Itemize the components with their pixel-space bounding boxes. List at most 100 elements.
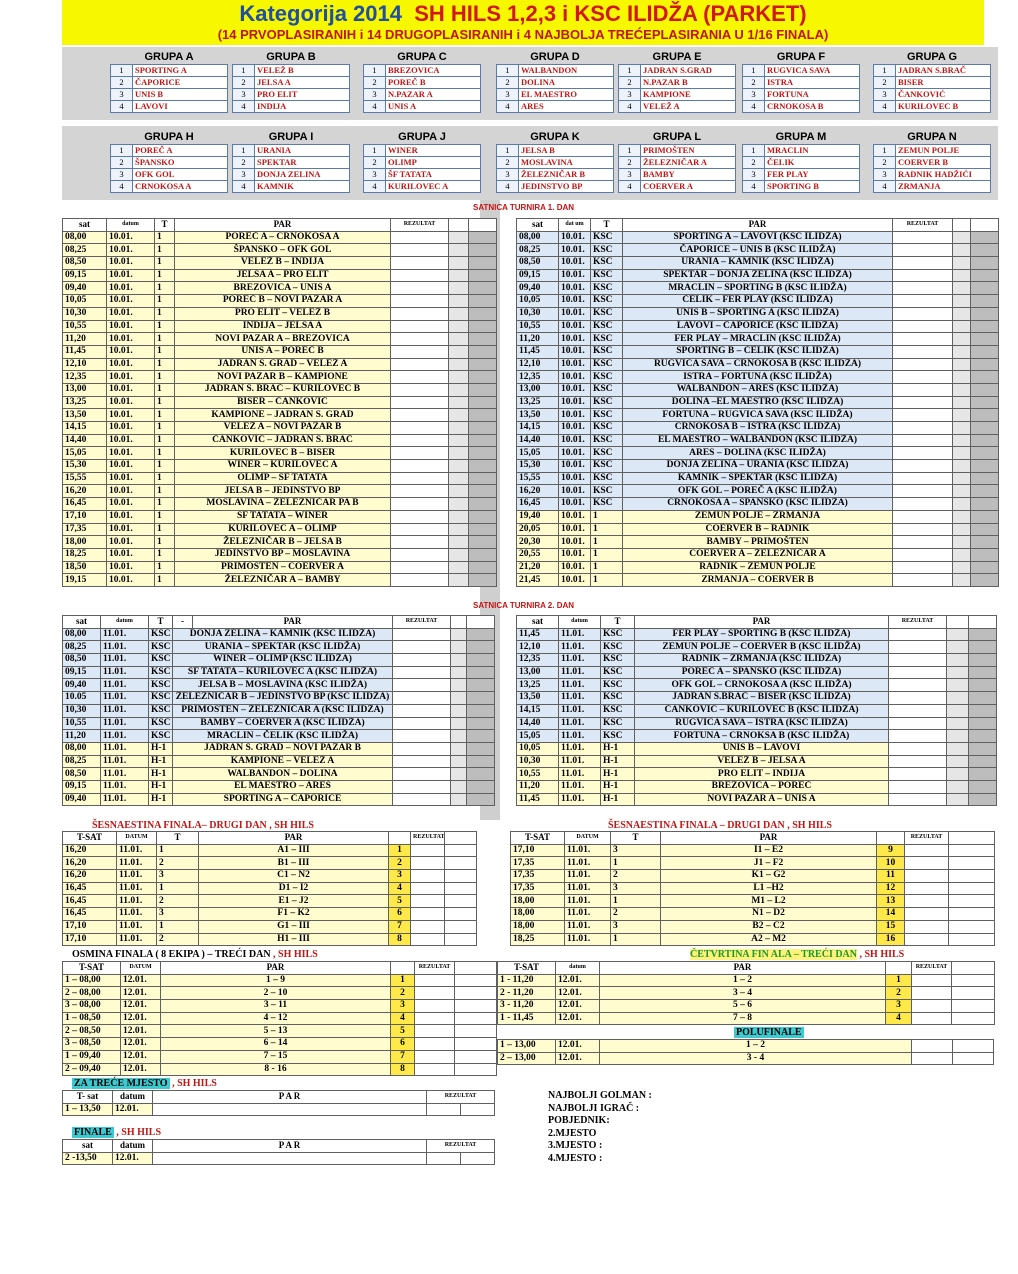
score-cell[interactable] — [952, 281, 971, 296]
score-cell[interactable] — [946, 767, 969, 781]
score-cell[interactable] — [390, 319, 449, 334]
score-cell[interactable] — [892, 408, 953, 422]
score-cell[interactable] — [892, 421, 953, 435]
score-cell[interactable] — [450, 767, 467, 781]
score-cell[interactable] — [390, 332, 449, 346]
score-cell[interactable] — [392, 691, 451, 705]
score-cell[interactable] — [448, 281, 469, 296]
score-cell[interactable] — [390, 344, 449, 359]
score-cell[interactable] — [392, 716, 451, 731]
score-cell[interactable] — [968, 665, 997, 680]
score-cell[interactable] — [468, 306, 497, 321]
score-cell[interactable] — [468, 408, 497, 422]
score-cell[interactable] — [968, 792, 997, 807]
score-cell[interactable] — [448, 382, 469, 397]
score-cell[interactable] — [392, 627, 451, 642]
score-cell[interactable] — [468, 256, 497, 270]
score-cell[interactable] — [952, 382, 971, 397]
score-cell[interactable] — [904, 894, 949, 909]
score-cell[interactable] — [448, 294, 469, 308]
score-cell[interactable] — [414, 1049, 455, 1064]
score-cell[interactable] — [892, 344, 953, 359]
score-cell[interactable] — [911, 986, 952, 1001]
score-cell[interactable] — [952, 522, 971, 537]
score-cell[interactable] — [414, 986, 455, 1001]
score-cell[interactable] — [892, 382, 953, 397]
score-cell[interactable] — [448, 357, 469, 372]
score-cell[interactable] — [952, 433, 971, 448]
score-cell[interactable] — [892, 522, 953, 537]
score-cell[interactable] — [952, 560, 971, 575]
score-cell[interactable] — [450, 640, 467, 655]
score-cell[interactable] — [410, 907, 445, 921]
score-cell[interactable] — [390, 421, 449, 435]
score-cell[interactable] — [952, 344, 971, 359]
score-cell[interactable] — [468, 268, 497, 283]
score-cell[interactable] — [952, 471, 971, 486]
score-cell[interactable] — [970, 306, 999, 321]
score-cell[interactable] — [460, 1102, 495, 1117]
score-cell[interactable] — [454, 1011, 497, 1026]
score-cell[interactable] — [970, 319, 999, 334]
score-cell[interactable] — [414, 1037, 455, 1051]
score-cell[interactable] — [450, 678, 467, 693]
score-cell[interactable] — [970, 243, 999, 258]
score-cell[interactable] — [892, 332, 953, 346]
score-cell[interactable] — [468, 433, 497, 448]
score-cell[interactable] — [952, 547, 971, 562]
score-cell[interactable] — [888, 741, 947, 756]
score-cell[interactable] — [392, 792, 451, 807]
score-cell[interactable] — [970, 497, 999, 511]
score-cell[interactable] — [968, 741, 997, 756]
score-cell[interactable] — [946, 665, 969, 680]
score-cell[interactable] — [392, 703, 451, 718]
score-cell[interactable] — [444, 932, 477, 947]
score-cell[interactable] — [946, 792, 969, 807]
score-cell[interactable] — [410, 856, 445, 871]
score-cell[interactable] — [952, 230, 971, 245]
score-cell[interactable] — [892, 268, 953, 283]
score-cell[interactable] — [888, 653, 947, 667]
score-cell[interactable] — [970, 446, 999, 461]
score-cell[interactable] — [448, 319, 469, 334]
score-cell[interactable] — [952, 573, 971, 587]
score-cell[interactable] — [390, 522, 449, 537]
score-cell[interactable] — [970, 535, 999, 549]
score-cell[interactable] — [450, 653, 467, 667]
score-cell[interactable] — [466, 754, 495, 769]
score-cell[interactable] — [390, 281, 449, 296]
score-cell[interactable] — [911, 973, 952, 988]
score-cell[interactable] — [970, 370, 999, 384]
score-cell[interactable] — [970, 433, 999, 448]
score-cell[interactable] — [450, 716, 467, 731]
score-cell[interactable] — [468, 370, 497, 384]
score-cell[interactable] — [968, 640, 997, 655]
score-cell[interactable] — [892, 547, 953, 562]
score-cell[interactable] — [468, 421, 497, 435]
score-cell[interactable] — [466, 678, 495, 693]
score-cell[interactable] — [454, 973, 497, 988]
score-cell[interactable] — [390, 382, 449, 397]
score-cell[interactable] — [390, 408, 449, 422]
score-cell[interactable] — [888, 640, 947, 655]
score-cell[interactable] — [466, 741, 495, 756]
score-cell[interactable] — [952, 1051, 994, 1066]
score-cell[interactable] — [904, 907, 949, 921]
score-cell[interactable] — [468, 446, 497, 461]
score-cell[interactable] — [392, 767, 451, 781]
score-cell[interactable] — [948, 843, 995, 858]
score-cell[interactable] — [454, 1037, 497, 1051]
score-cell[interactable] — [904, 932, 949, 947]
score-cell[interactable] — [468, 522, 497, 537]
score-cell[interactable] — [892, 370, 953, 384]
score-cell[interactable] — [892, 509, 953, 524]
score-cell[interactable] — [450, 741, 467, 756]
score-cell[interactable] — [888, 691, 947, 705]
score-cell[interactable] — [444, 919, 477, 934]
score-cell[interactable] — [968, 767, 997, 781]
score-cell[interactable] — [968, 729, 997, 743]
score-cell[interactable] — [968, 653, 997, 667]
score-cell[interactable] — [968, 691, 997, 705]
score-cell[interactable] — [448, 509, 469, 524]
score-cell[interactable] — [892, 573, 953, 587]
